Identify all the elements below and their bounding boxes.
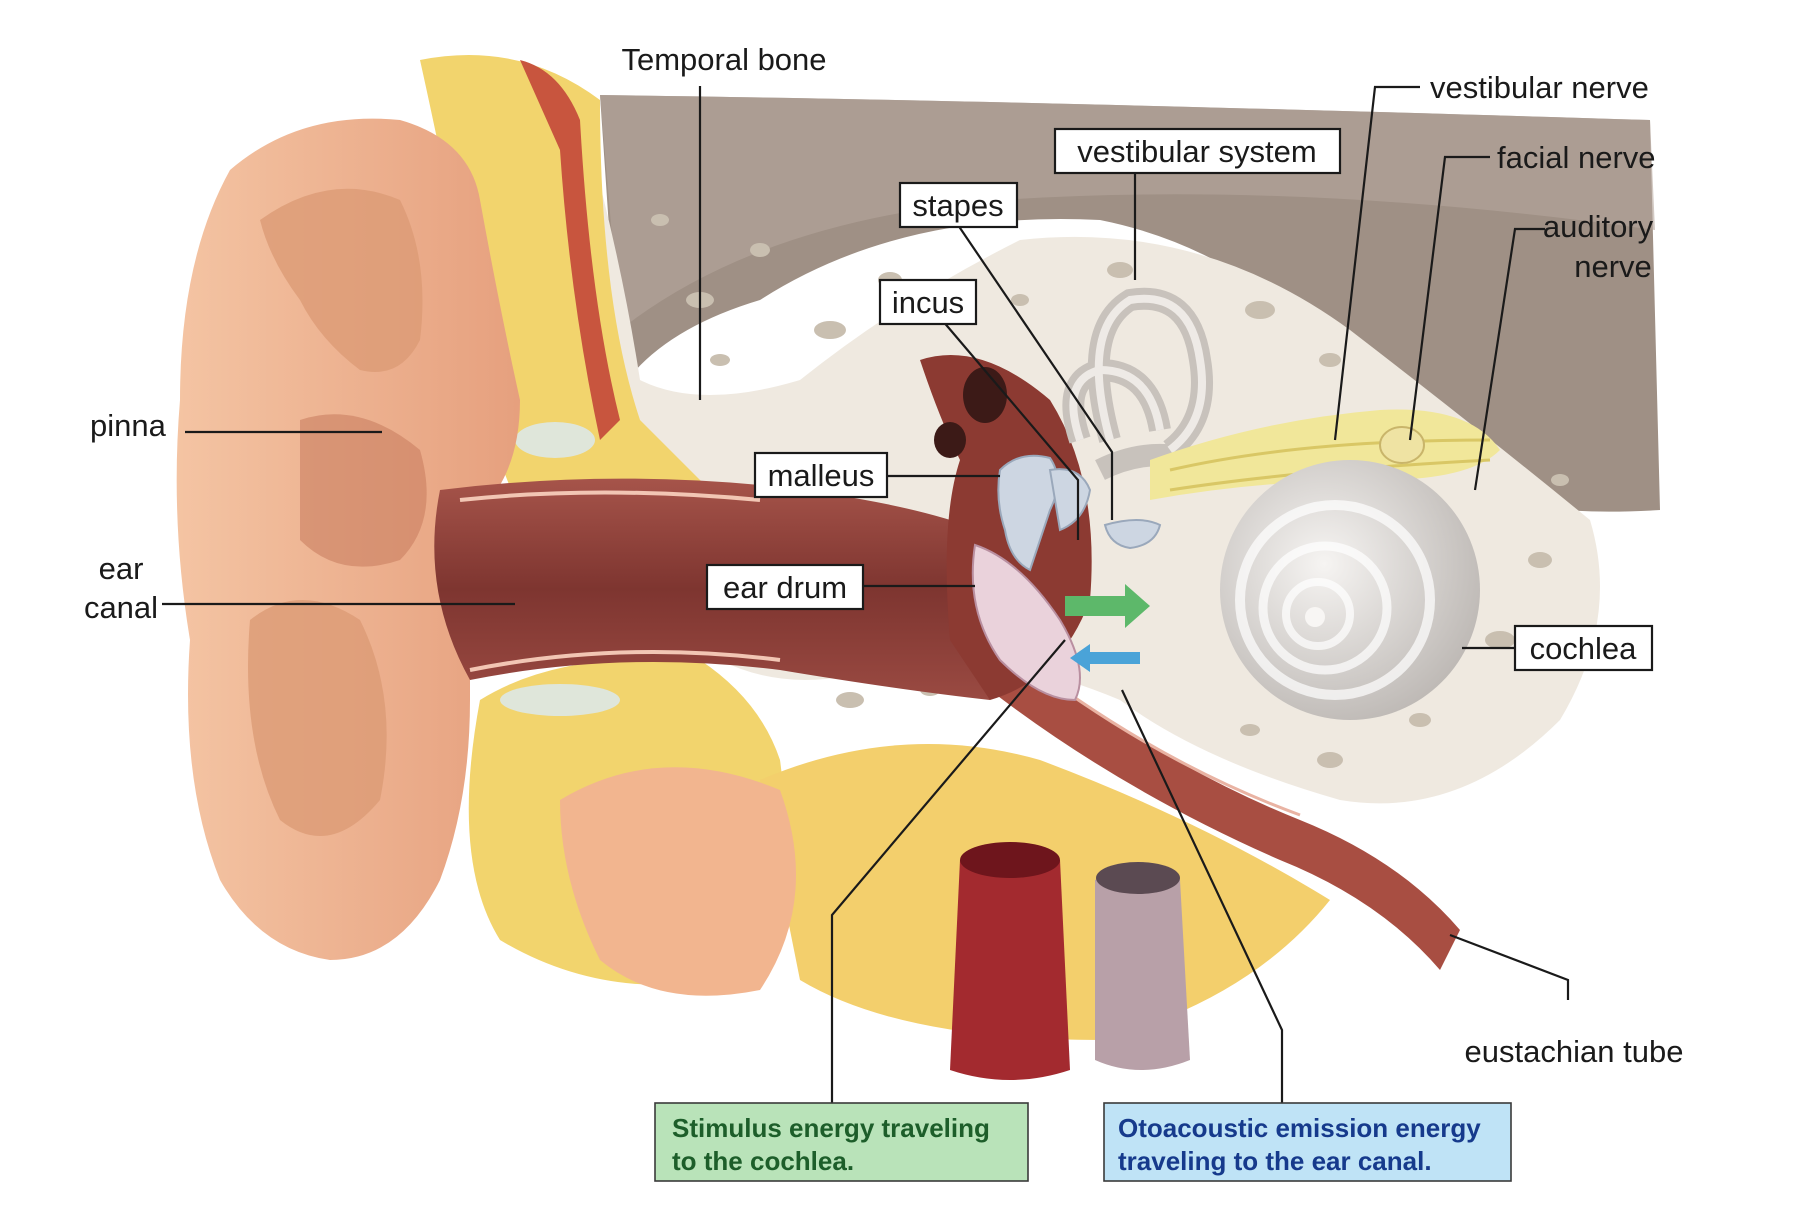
leader-eustachian-tube	[1449, 933, 1570, 1000]
pinna	[176, 118, 520, 961]
label-malleus: malleus	[768, 458, 875, 493]
boxed-label-cochlea: cochlea	[1513, 624, 1654, 672]
emission-arrow	[1070, 644, 1140, 672]
leader-vestibular-nerve	[1333, 85, 1420, 441]
boxed-label-incus: incus	[878, 278, 978, 326]
label-pinna: pinna	[90, 408, 167, 443]
label-eustachian-tube: eustachian tube	[1465, 1034, 1684, 1069]
vestibular-organ-highlight	[1069, 294, 1206, 454]
boxed-label-stapes: stapes	[898, 181, 1019, 229]
note-stimulus-line2: to the cochlea.	[672, 1146, 854, 1176]
label-facial-nerve: facial nerve	[1497, 140, 1656, 175]
leader-stapes	[957, 224, 1114, 520]
leader-emission	[1121, 689, 1284, 1103]
note-emission-bg	[1103, 1102, 1512, 1182]
leader-stimulus	[830, 639, 1066, 1103]
label-vestibular-nerve: vestibular nerve	[1430, 70, 1649, 105]
leader-lines	[162, 85, 1570, 1103]
note-emission: Otoacoustic emission energy traveling to…	[1103, 1102, 1512, 1182]
boxed-label-ear-drum: ear drum	[705, 563, 865, 611]
note-emission-line1: Otoacoustic emission energy	[1118, 1113, 1481, 1143]
stimulus-arrow	[1065, 584, 1150, 628]
label-stapes: stapes	[912, 188, 1003, 223]
ossicles	[997, 454, 1162, 572]
label-ear-drum: ear drum	[723, 570, 847, 605]
boxed-label-vestibular-system: vestibular system	[1053, 127, 1342, 175]
cochlea-organ	[1220, 460, 1480, 720]
label-incus: incus	[892, 285, 964, 320]
label-vestibular-system: vestibular system	[1077, 134, 1316, 169]
leader-incus	[941, 319, 1080, 540]
ear-drum-membrane	[971, 543, 1081, 702]
label-ear-canal-line1: ear	[99, 551, 144, 586]
label-cochlea: cochlea	[1530, 631, 1638, 666]
note-emission-line2: traveling to the ear canal.	[1118, 1146, 1432, 1176]
label-auditory-nerve-line2: nerve	[1574, 249, 1652, 284]
blood-vessels	[950, 842, 1190, 1080]
label-temporal-bone: Temporal bone	[621, 42, 826, 77]
label-auditory-nerve-line1: auditory	[1543, 209, 1654, 244]
note-stimulus-line1: Stimulus energy traveling	[672, 1113, 990, 1143]
note-stimulus-bg	[654, 1102, 1029, 1182]
boxed-label-malleus: malleus	[753, 451, 889, 499]
leader-facial-nerve	[1408, 155, 1490, 441]
note-stimulus: Stimulus energy traveling to the cochlea…	[654, 1102, 1029, 1182]
label-ear-canal-line2: canal	[84, 590, 158, 625]
leader-auditory-nerve	[1473, 227, 1545, 491]
